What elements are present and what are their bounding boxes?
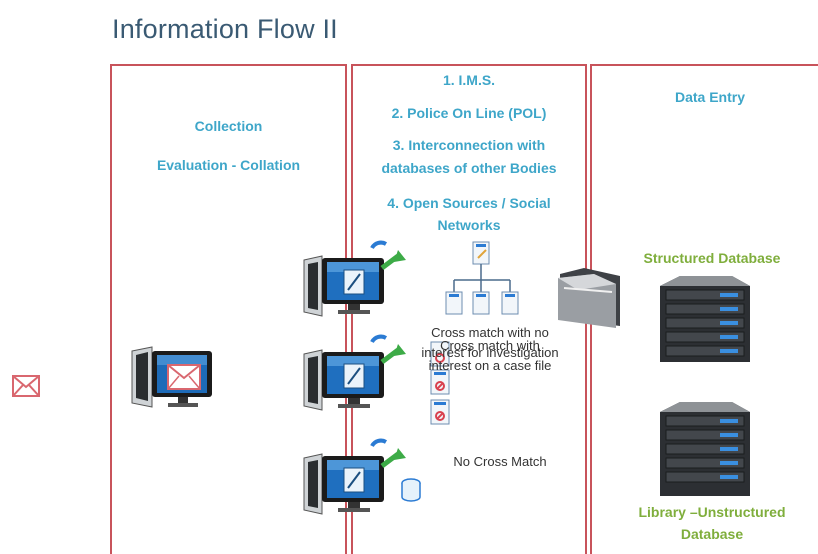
source-pol: 2. Police On Line (POL) [391, 105, 547, 121]
page-title: Information Flow II [112, 14, 338, 44]
library-database-label-line2: Database [680, 526, 744, 542]
data-entry-heading: Data Entry [674, 89, 746, 105]
database-icon [401, 478, 421, 502]
computer-mail-icon [131, 346, 212, 408]
mail-icon [12, 375, 40, 397]
document-hierarchy-icon [445, 241, 519, 315]
no-cross-match-label: No Cross Match [453, 454, 547, 469]
server-rack-icon [660, 402, 750, 496]
computer-edit-icon [303, 240, 406, 317]
cross-match-case-line1: Cross match with [440, 338, 540, 353]
server-rack-icon [660, 276, 750, 362]
source-interconnection-line2: databases of other Bodies [381, 160, 557, 176]
evaluation-collation-label: Evaluation - Collation [156, 157, 301, 173]
library-database-label-line1: Library –Unstructured [638, 504, 786, 520]
collection-heading: Collection [194, 118, 263, 134]
computer-edit-icon [303, 438, 406, 515]
computer-edit-icon [303, 334, 406, 411]
source-open-sources-line2: Networks [437, 217, 501, 233]
cross-match-no-interest-line2: interest for investigation [421, 345, 559, 360]
source-interconnection-line1: 3. Interconnection with [392, 137, 546, 153]
cross-match-case-line2: interest on a case file [428, 358, 552, 373]
flagged-document-icon [430, 341, 450, 425]
cross-match-no-interest-line1: Cross match with no [431, 325, 549, 340]
collection-column [110, 64, 347, 554]
structured-database-label: Structured Database [643, 250, 781, 266]
folder-icon [558, 268, 620, 328]
source-open-sources-line1: 4. Open Sources / Social [387, 195, 551, 211]
source-ims: 1. I.M.S. [442, 72, 496, 88]
